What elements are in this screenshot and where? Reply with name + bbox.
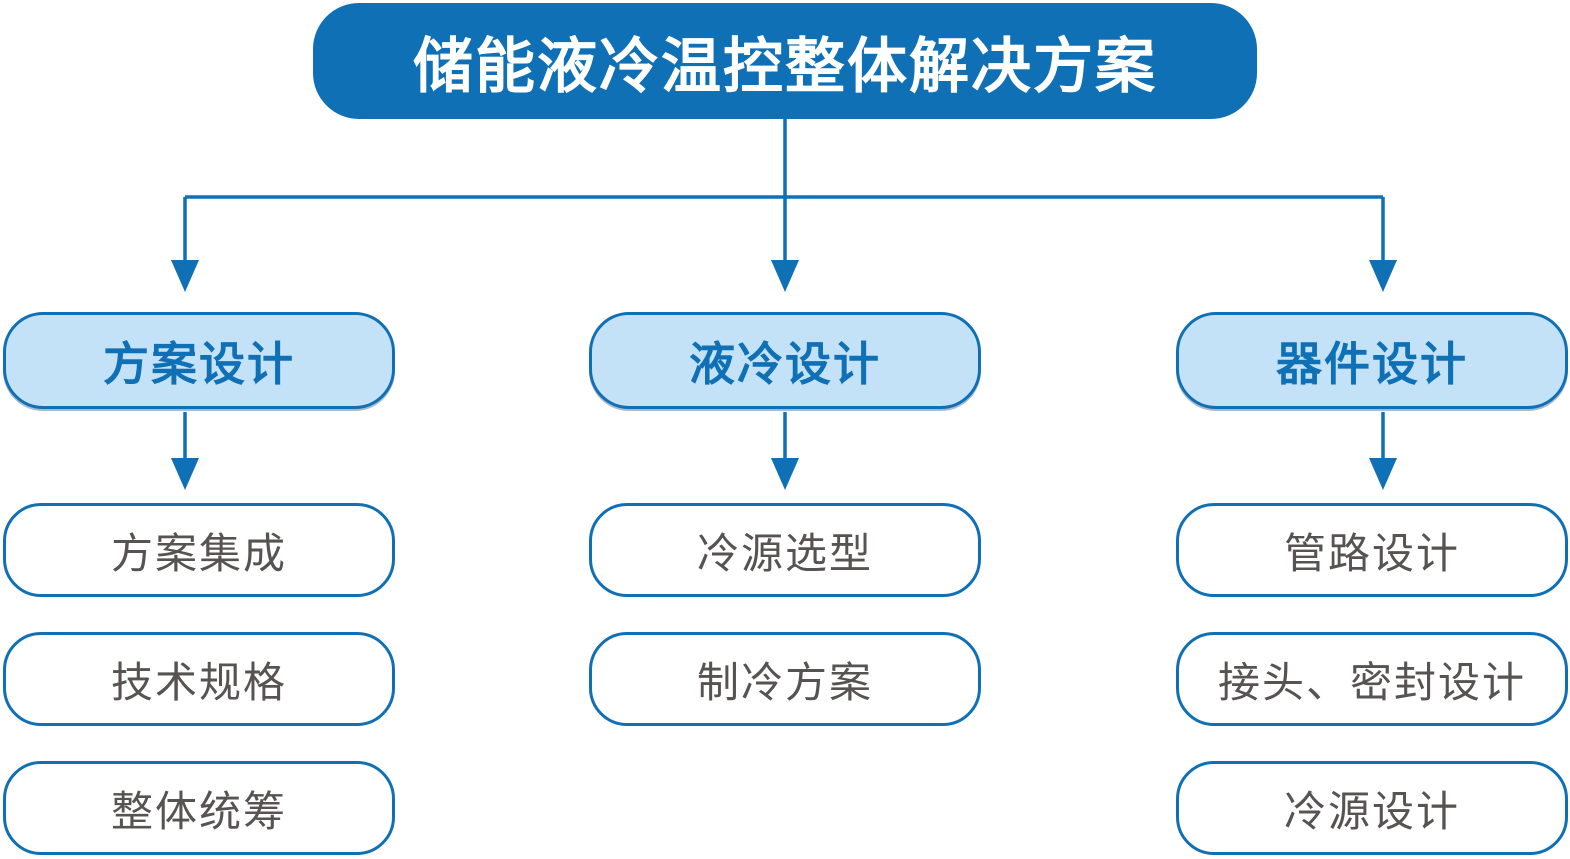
- branch-solution-design: 方案设计: [3, 312, 395, 409]
- branch-liquid-cooling-design: 液冷设计: [589, 312, 981, 409]
- arrowhead-icon: [1369, 260, 1397, 292]
- leaf-piping-design: 管路设计: [1176, 503, 1568, 597]
- leaf-technical-specs: 技术规格: [3, 632, 395, 726]
- arrowhead-icon: [1369, 458, 1397, 490]
- leaf-overall-coordination: 整体统筹: [3, 761, 395, 855]
- leaf-refrigeration-plan: 制冷方案: [589, 632, 981, 726]
- root-node-title: 储能液冷温控整体解决方案: [313, 3, 1257, 119]
- arrowhead-icon: [771, 458, 799, 490]
- leaf-solution-integration: 方案集成: [3, 503, 395, 597]
- arrowhead-icon: [771, 260, 799, 292]
- branch-component-design: 器件设计: [1176, 312, 1568, 409]
- leaf-cold-source-selection: 冷源选型: [589, 503, 981, 597]
- leaf-joint-seal-design: 接头、密封设计: [1176, 632, 1568, 726]
- arrowhead-icon: [171, 260, 199, 292]
- arrowhead-icon: [171, 458, 199, 490]
- leaf-cold-source-design: 冷源设计: [1176, 761, 1568, 855]
